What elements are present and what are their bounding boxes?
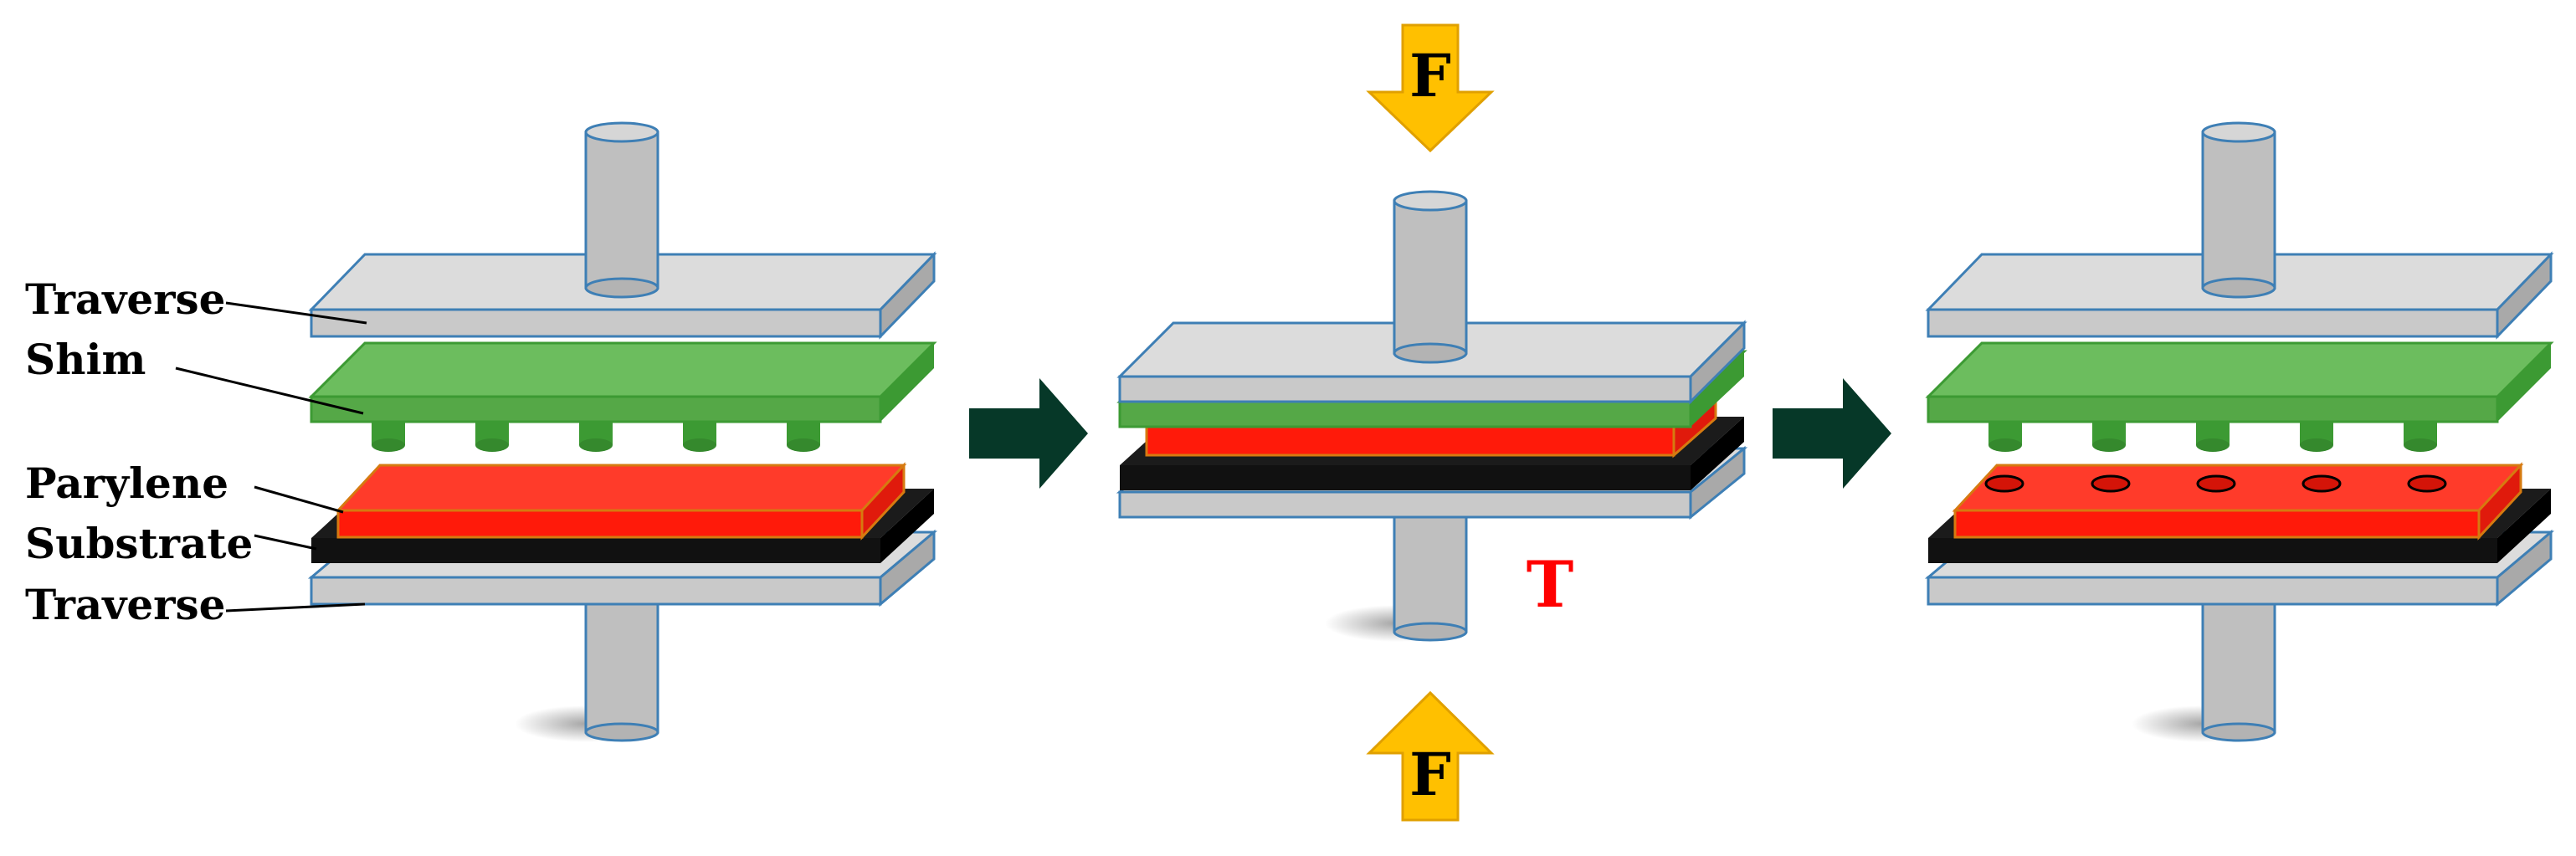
process-arrow-2 <box>1773 378 1891 489</box>
force-arrow-top: F <box>1366 23 1495 153</box>
assembly-initial: Traverse Shim Parylene Substrate Travers… <box>25 121 938 742</box>
embossed-hole <box>2407 474 2447 493</box>
parylene-layer-embossed <box>1952 462 2524 541</box>
embossed-hole <box>2301 474 2342 493</box>
shim-layer <box>1925 341 2554 423</box>
label-substrate: Substrate <box>25 519 253 568</box>
label-parylene: Parylene <box>25 459 228 508</box>
force-label-top: F <box>1409 41 1451 110</box>
assembly-pressing: F <box>1116 23 1748 822</box>
top-rod <box>2201 121 2276 299</box>
label-traverse-bottom: Traverse <box>25 580 225 629</box>
assembly-released <box>1924 121 2555 742</box>
force-label-bottom: F <box>1409 740 1451 809</box>
top-rod <box>1393 190 1468 364</box>
bottom-rod <box>1393 505 1468 642</box>
embossed-hole <box>2196 474 2236 493</box>
label-traverse-top: Traverse <box>25 274 225 324</box>
temperature-label: T <box>1527 547 1574 622</box>
process-arrow-1 <box>969 378 1088 489</box>
parylene-layer <box>335 462 907 541</box>
layer-labels: Traverse Shim Parylene Substrate Travers… <box>25 274 367 629</box>
force-arrow-bottom: F <box>1366 690 1495 822</box>
label-shim: Shim <box>25 335 146 384</box>
top-rod <box>584 121 659 299</box>
embossed-hole <box>1984 474 2024 493</box>
bottom-rod <box>584 601 659 742</box>
bottom-rod <box>2201 601 2276 742</box>
embossed-hole <box>2091 474 2131 493</box>
shim-layer <box>308 341 937 423</box>
